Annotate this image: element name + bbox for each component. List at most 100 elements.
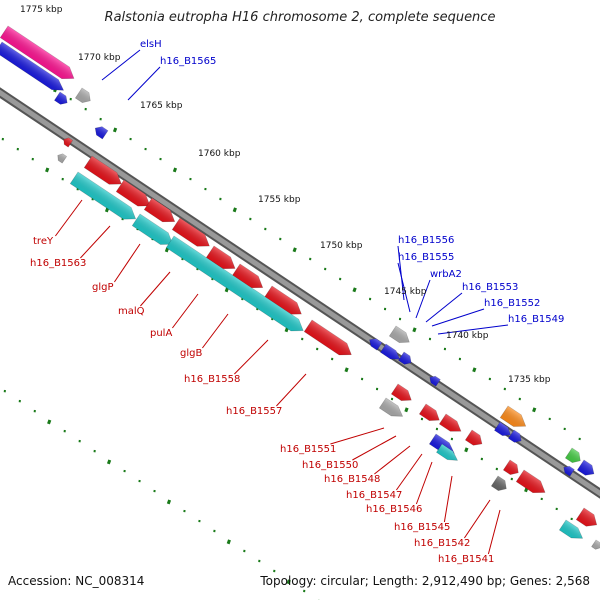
- gene-feature[interactable]: [143, 197, 178, 227]
- tick-mark: [232, 207, 237, 213]
- gene-feature[interactable]: [0, 25, 78, 84]
- gene-label[interactable]: h16_B1551: [280, 444, 336, 455]
- gene-label[interactable]: h16_B1565: [160, 56, 216, 67]
- gene-feature[interactable]: [502, 459, 521, 478]
- accession-text: Accession: NC_008314: [8, 574, 145, 588]
- gene-label[interactable]: h16_B1556: [398, 235, 454, 246]
- tick-mark: [47, 419, 52, 425]
- label-leader-line: [113, 243, 141, 283]
- label-leader-line: [397, 245, 405, 301]
- gene-feature[interactable]: [378, 397, 406, 421]
- label-leader-line: [395, 453, 423, 491]
- gene-label[interactable]: h16_B1549: [508, 314, 564, 325]
- label-leader-line: [172, 293, 199, 329]
- label-leader-line: [234, 339, 269, 375]
- gene-feature[interactable]: [388, 325, 412, 347]
- label-leader-line: [330, 427, 385, 445]
- gene-feature[interactable]: [428, 374, 441, 387]
- tick-mark: [226, 539, 231, 545]
- gene-feature[interactable]: [92, 124, 109, 140]
- gene-label[interactable]: glgP: [92, 282, 114, 293]
- label-leaders: [54, 49, 509, 555]
- tick-mark: [164, 247, 170, 253]
- gene-feature[interactable]: [508, 429, 524, 445]
- gene-feature[interactable]: [490, 475, 509, 494]
- tick-mark: [106, 459, 112, 465]
- gene-feature[interactable]: [562, 464, 575, 477]
- gene-feature[interactable]: [390, 383, 414, 405]
- gene-label[interactable]: h16_B1541: [438, 554, 494, 565]
- gene-label[interactable]: malQ: [118, 306, 145, 317]
- gene-feature[interactable]: [54, 91, 70, 107]
- gene-label[interactable]: h16_B1555: [398, 252, 454, 263]
- gene-feature[interactable]: [494, 421, 513, 439]
- tick-mark: [352, 287, 357, 293]
- kbp-label: 1745 kbp: [384, 287, 427, 297]
- gene-feature[interactable]: [380, 343, 402, 363]
- gene-label[interactable]: h16_B1547: [346, 490, 402, 501]
- gene-label[interactable]: h16_B1558: [184, 374, 240, 385]
- gene-feature[interactable]: [499, 405, 529, 432]
- gene-label[interactable]: h16_B1545: [394, 522, 450, 533]
- label-leader-line: [443, 475, 453, 523]
- gene-feature[interactable]: [74, 87, 93, 106]
- gene-feature[interactable]: [0, 41, 67, 95]
- gene-feature[interactable]: [576, 459, 597, 479]
- gene-feature[interactable]: [115, 179, 154, 212]
- gene-feature[interactable]: [165, 235, 307, 336]
- gene-feature[interactable]: [131, 213, 176, 250]
- gene-label[interactable]: h16_B1550: [302, 460, 358, 471]
- diagram-title: Ralstonia eutropha H16 chromosome 2, com…: [104, 10, 496, 25]
- gene-label[interactable]: elsH: [140, 39, 162, 50]
- gene-feature[interactable]: [438, 413, 464, 436]
- label-leader-line: [415, 461, 433, 505]
- gene-label[interactable]: h16_B1553: [462, 282, 518, 293]
- gene-feature[interactable]: [263, 285, 305, 320]
- label-leader-line: [431, 308, 485, 327]
- gene-feature[interactable]: [62, 136, 74, 148]
- tick-mark: [292, 247, 297, 253]
- gene-feature[interactable]: [303, 319, 355, 361]
- gene-feature[interactable]: [171, 217, 213, 252]
- gene-feature[interactable]: [575, 507, 600, 531]
- gene-label[interactable]: pulA: [150, 328, 172, 339]
- gene-feature[interactable]: [564, 447, 583, 466]
- gene-feature[interactable]: [205, 245, 239, 274]
- gene-label[interactable]: h16_B1542: [414, 538, 470, 549]
- label-leader-line: [463, 499, 491, 539]
- label-leader-line: [487, 509, 501, 555]
- gene-label[interactable]: h16_B1563: [30, 258, 86, 269]
- tick-mark: [464, 447, 469, 453]
- label-leader-line: [127, 66, 161, 101]
- gene-label[interactable]: treY: [33, 236, 54, 247]
- gene-label[interactable]: h16_B1548: [324, 474, 380, 485]
- tick-mark: [224, 287, 229, 293]
- kbp-label: 1760 kbp: [198, 149, 241, 159]
- gene-label[interactable]: h16_B1552: [484, 298, 540, 309]
- gene-feature[interactable]: [515, 469, 549, 498]
- gene-label[interactable]: h16_B1546: [366, 504, 422, 515]
- kbp-label: 1770 kbp: [78, 53, 121, 63]
- gene-label[interactable]: glgB: [180, 348, 202, 359]
- gene-label[interactable]: h16_B1557: [226, 406, 282, 417]
- gene-label[interactable]: wrbA2: [430, 269, 462, 280]
- gene-feature[interactable]: [83, 155, 125, 190]
- kbp-label: 1775 kbp: [20, 5, 63, 15]
- gene-feature[interactable]: [558, 519, 586, 543]
- gene-feature[interactable]: [591, 539, 600, 551]
- gene-feature[interactable]: [418, 403, 442, 425]
- tick-mark: [112, 127, 118, 133]
- gene-feature[interactable]: [398, 351, 414, 367]
- bottom-gene-labels: treY h16_B1563 glgP malQ pulA glgB h16_B1558 h1…: [30, 236, 494, 565]
- gene-feature[interactable]: [464, 429, 485, 449]
- label-leader-line: [437, 324, 509, 335]
- label-leader-line: [374, 445, 411, 475]
- gene-feature[interactable]: [367, 336, 383, 351]
- gene-feature[interactable]: [436, 443, 460, 465]
- top-gene-labels: elsHh16_B1565h16_B1556h16_B1555wrbA2h16_…: [140, 39, 564, 325]
- gene-feature[interactable]: [56, 152, 68, 164]
- gene-feature[interactable]: [69, 171, 139, 225]
- gene-feature[interactable]: [231, 263, 266, 293]
- kbp-label: 1755 kbp: [258, 195, 301, 205]
